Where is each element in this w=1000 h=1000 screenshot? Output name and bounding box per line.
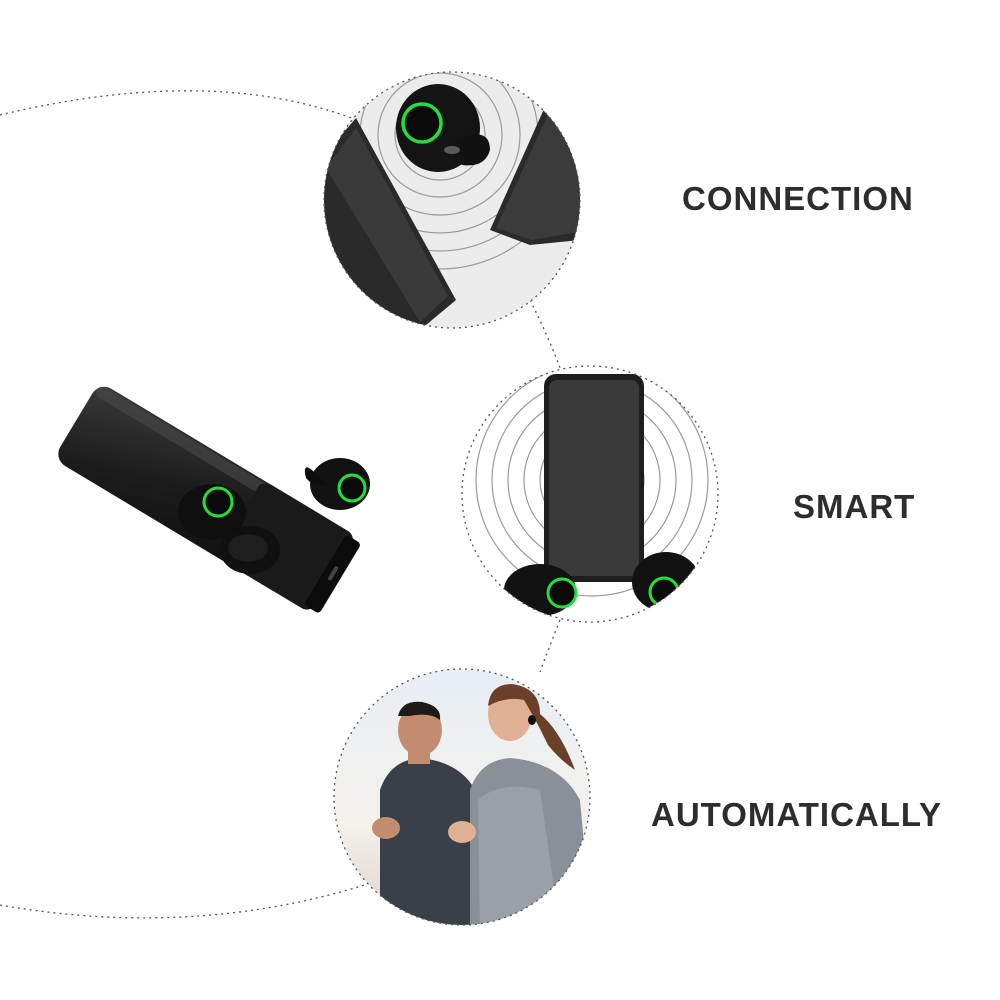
earbud-in-case-icon [178, 484, 280, 574]
smart-illustration [461, 365, 719, 623]
dotted-connector-arc [0, 90, 381, 131]
charging-case-illustration [58, 386, 370, 613]
dotted-connector-arc-lower [0, 879, 381, 919]
smartphone-icon [544, 374, 644, 582]
dotted-connector-link-1 [529, 299, 561, 369]
phone-left-icon [324, 118, 456, 328]
jogging-photo [333, 668, 591, 926]
connection-illustration [323, 71, 581, 329]
earbud-left-icon [504, 564, 578, 616]
man-jogger-icon [372, 701, 480, 925]
earbud-right-icon [632, 552, 700, 612]
earbud-icon [396, 84, 490, 172]
earbud-loose-icon [304, 458, 370, 510]
feature-label-connection: CONNECTION [682, 180, 914, 217]
feature-label-automatically: AUTOMATICALLY [651, 796, 943, 833]
dotted-connector-link-2 [539, 619, 561, 673]
feature-label-smart: SMART [793, 488, 916, 525]
